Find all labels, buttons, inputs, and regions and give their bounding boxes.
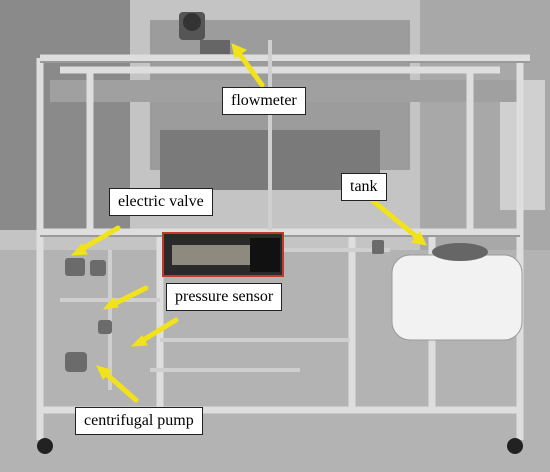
arrow-tank-head	[411, 231, 427, 246]
arrow-flowmeter-head	[231, 43, 248, 59]
flowmeter-device	[179, 12, 230, 54]
arrow-electric-valve-head	[70, 243, 88, 256]
electric-valve-label: electric valve	[109, 188, 213, 216]
tank-label: tank	[341, 173, 387, 201]
pressure-sensor-inset	[162, 232, 284, 277]
arrow-pressure-sensor-2-head	[130, 335, 148, 347]
piping	[60, 40, 390, 390]
arrow-centrifugal-pump	[101, 369, 139, 403]
arrow-flowmeter	[235, 49, 265, 88]
pressure-sensor-label: pressure sensor	[166, 283, 283, 311]
left-wall-panel	[0, 0, 130, 230]
arrow-tank	[369, 197, 421, 241]
tank-object	[391, 243, 523, 341]
arrow-centrifugal-pump-head	[96, 365, 112, 380]
callout-arrows	[70, 43, 427, 403]
arrow-pressure-sensor-2	[137, 317, 179, 345]
caster-wheels	[37, 438, 523, 454]
valves-and-pumps	[65, 240, 384, 372]
arrow-pressure-sensor-1-head	[102, 297, 119, 310]
centrifugal-pump-label: centrifugal pump	[75, 407, 203, 435]
arrow-electric-valve	[77, 225, 121, 253]
arrow-pressure-sensor-1	[109, 285, 149, 308]
flowmeter-label: flowmeter	[222, 87, 306, 115]
